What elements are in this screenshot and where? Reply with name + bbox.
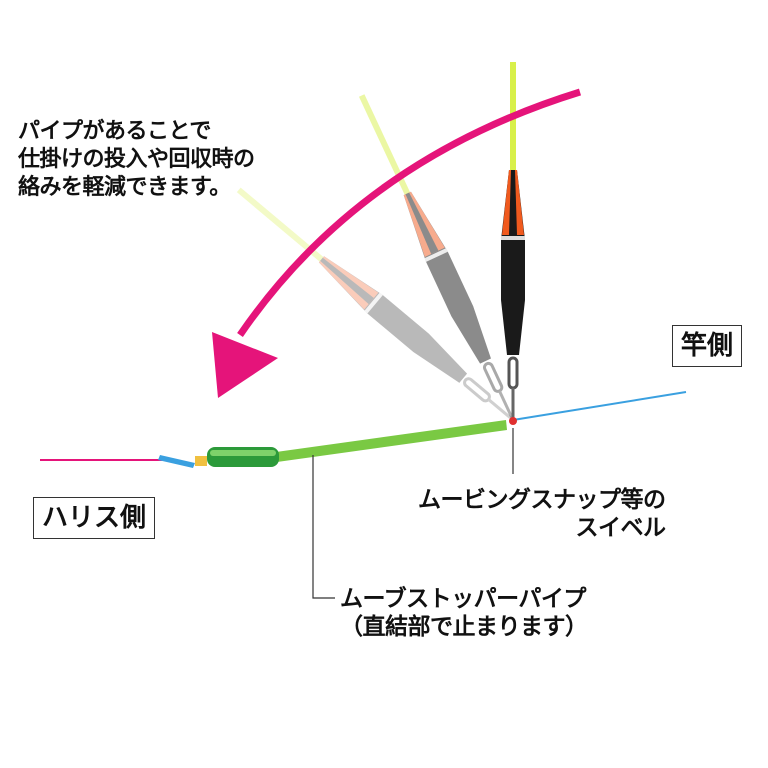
rod-side-label: 竿側 — [672, 325, 743, 367]
move-stopper-pipe — [276, 420, 507, 462]
rod-side-line — [512, 391, 687, 421]
note-line: 絡みを軽減できます。 — [18, 175, 231, 200]
pipe-label-line: ムーブストッパーパイプ — [340, 586, 586, 612]
arrow-head-icon — [212, 332, 278, 398]
note-line: 仕掛けの投入や回収時の — [18, 147, 255, 172]
pipe-label-line: （直結部で止まります） — [340, 614, 588, 640]
rotation-arrow — [237, 88, 582, 337]
swivel-label-line: スイベル — [575, 515, 666, 541]
note-text: パイプがあることで 仕掛けの投入や回収時の 絡みを軽減できます。 — [18, 118, 255, 202]
harisu-side-label: ハリス側 — [33, 497, 156, 539]
pipe-label: ムーブストッパーパイプ （直結部で止まります） — [340, 585, 588, 641]
swivel-label: ムービングスナップ等の スイベル — [418, 486, 666, 542]
float-faded-2 — [229, 179, 523, 431]
note-line: パイプがあることで — [18, 119, 211, 144]
swivel-label-line: ムービングスナップ等の — [418, 487, 666, 513]
float-faded-1 — [349, 88, 526, 427]
